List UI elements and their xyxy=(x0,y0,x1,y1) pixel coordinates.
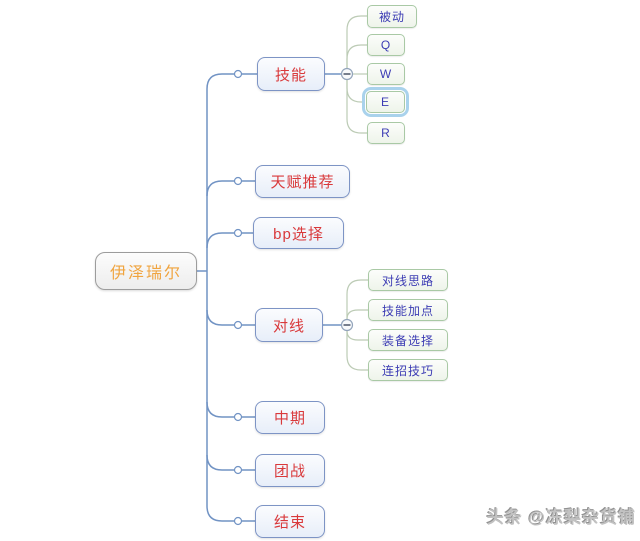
child-skill-w[interactable]: W xyxy=(367,63,405,85)
child-lines xyxy=(346,15,368,371)
child-passive[interactable]: 被动 xyxy=(367,5,417,28)
branch-handle xyxy=(233,320,243,330)
child-item-build[interactable]: 装备选择 xyxy=(368,329,448,351)
branch-handle xyxy=(233,412,243,422)
root-node-ezreal[interactable]: 伊泽瑞尔 xyxy=(95,252,197,290)
branch-midgame[interactable]: 中期 xyxy=(255,401,325,434)
child-skill-r[interactable]: R xyxy=(367,122,405,144)
branch-handle xyxy=(233,69,243,79)
collapse-skills-icon[interactable] xyxy=(340,67,354,81)
child-skill-q[interactable]: Q xyxy=(367,34,405,56)
branch-skills[interactable]: 技能 xyxy=(257,57,325,91)
branch-handle-dots xyxy=(233,69,243,526)
collapse-laning-icon[interactable] xyxy=(340,318,354,332)
branch-handle xyxy=(233,228,243,238)
child-combo-tips[interactable]: 连招技巧 xyxy=(368,359,448,381)
branch-talent-recommend[interactable]: 天赋推荐 xyxy=(255,165,350,198)
branch-teamfight[interactable]: 团战 xyxy=(255,454,325,487)
child-lane-plan[interactable]: 对线思路 xyxy=(368,269,448,291)
branch-handle xyxy=(233,465,243,475)
branch-lines xyxy=(197,73,342,522)
branch-bp-pick[interactable]: bp选择 xyxy=(253,217,344,249)
branch-ending[interactable]: 结束 xyxy=(255,505,325,538)
branch-handle xyxy=(233,176,243,186)
child-skill-e[interactable]: E xyxy=(366,91,405,113)
child-skill-order[interactable]: 技能加点 xyxy=(368,299,448,321)
branch-laning[interactable]: 对线 xyxy=(255,308,323,342)
branch-handle xyxy=(233,516,243,526)
toutiao-watermark: 头条 @冻梨杂货铺 xyxy=(486,508,636,527)
